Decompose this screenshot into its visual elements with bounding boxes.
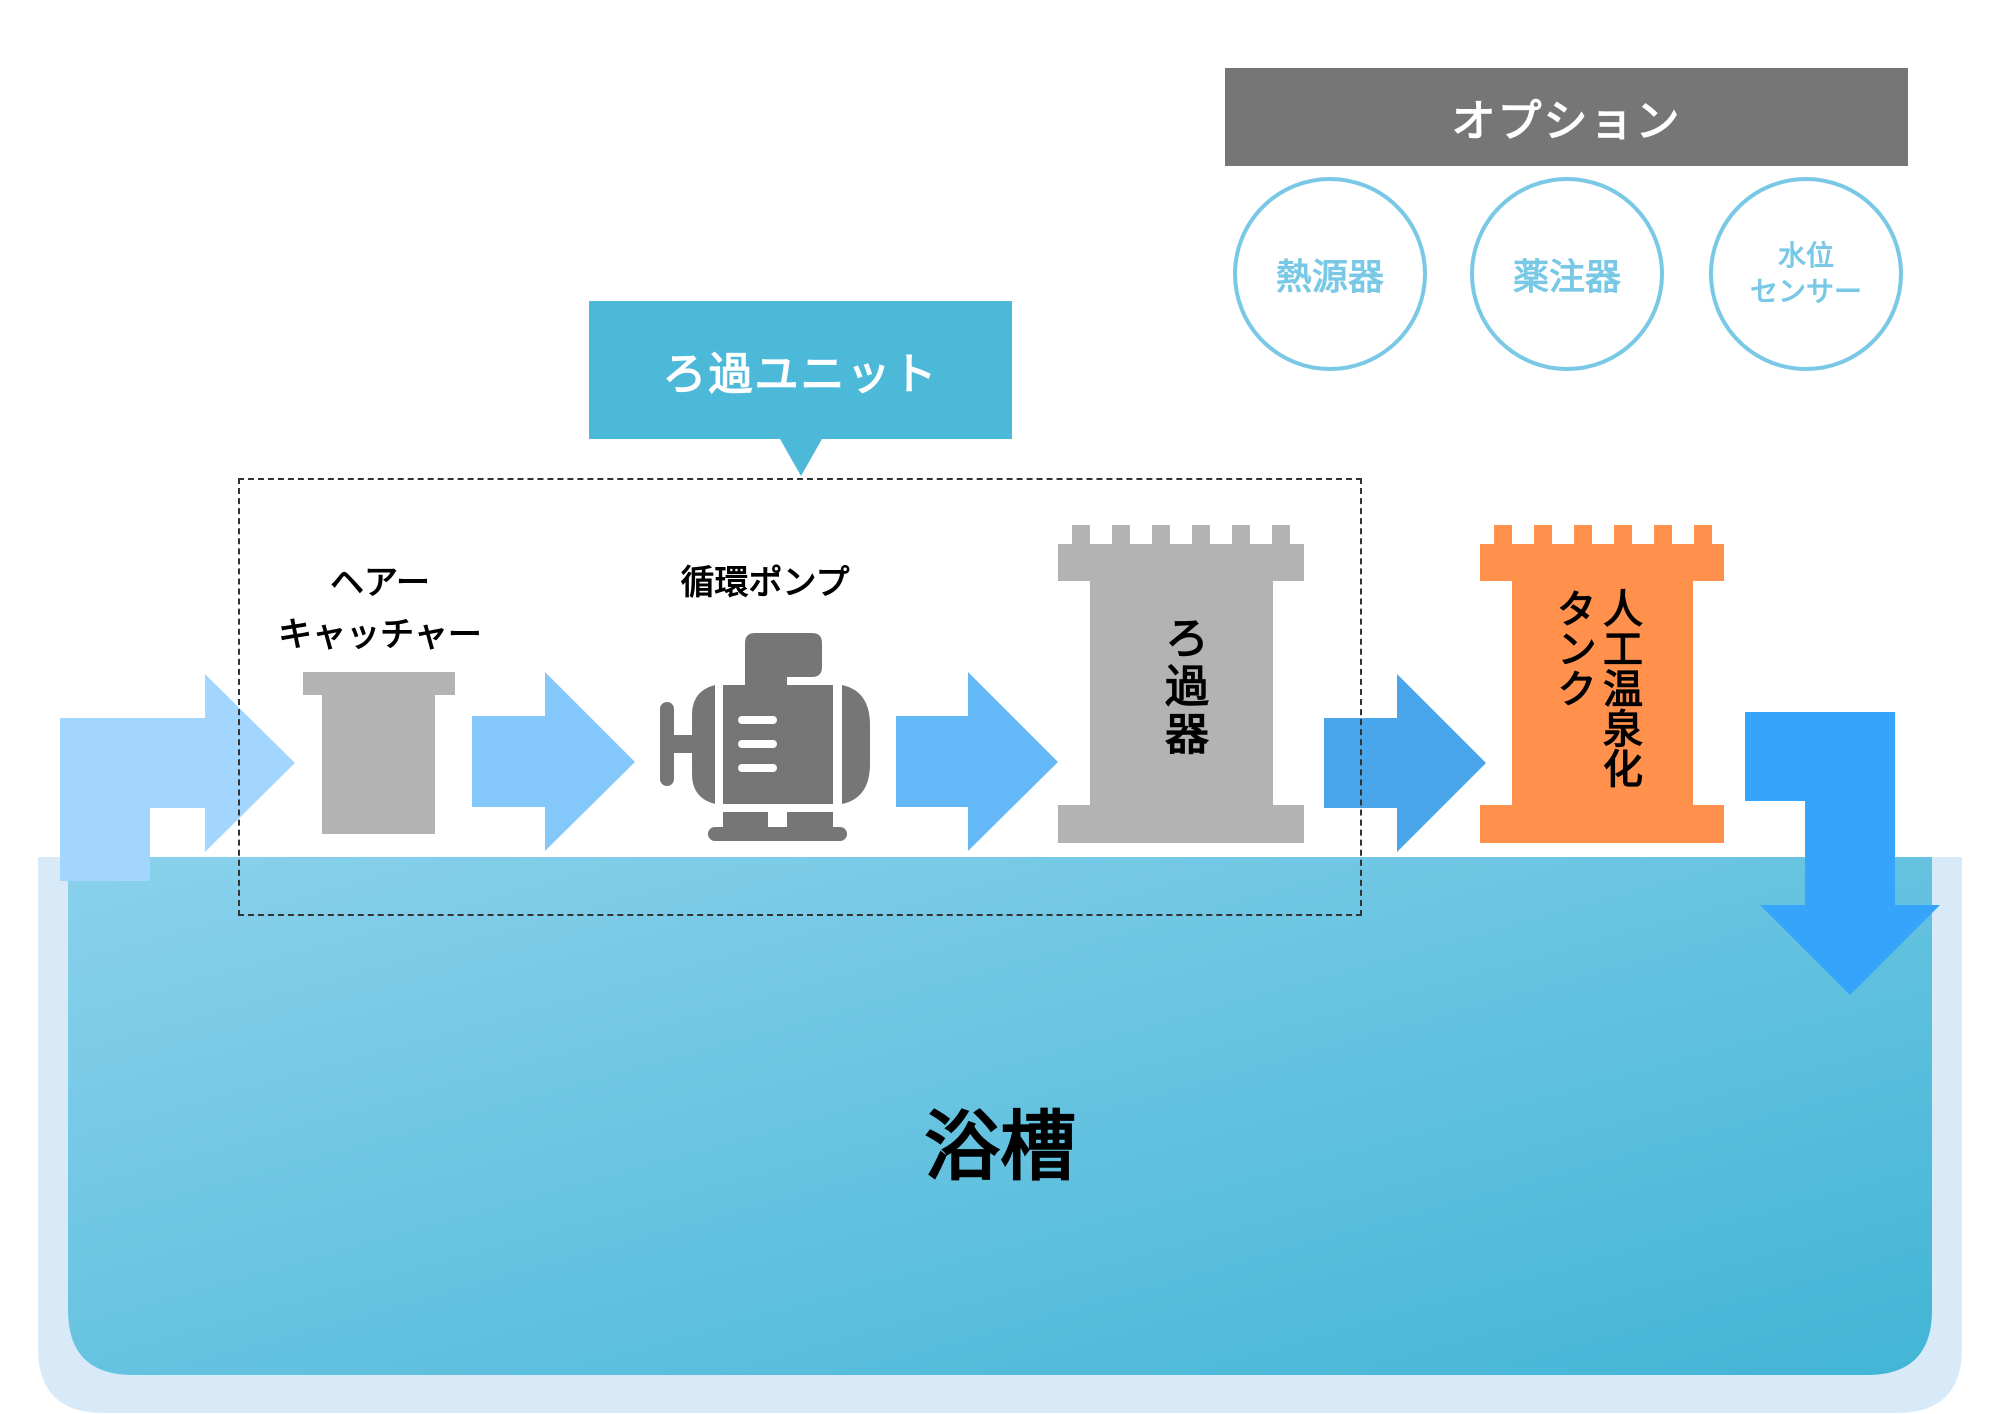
options-title: オプション [1451, 96, 1682, 147]
tower-merlon [1694, 525, 1712, 545]
tower-merlon [1072, 525, 1090, 545]
option-label-line-1: 水位 [1777, 238, 1834, 272]
flow-arrow-4 [1324, 674, 1486, 852]
tower-merlon [1272, 525, 1290, 545]
onsen-tank-label-line-2: タンク [1550, 588, 1596, 708]
bath-water [68, 857, 1932, 1375]
flow-arrow-outlet [1745, 712, 1940, 995]
options-header: オプション [1225, 68, 1908, 166]
option-label: 薬注器 [1512, 257, 1621, 298]
tower-merlon [1192, 525, 1210, 545]
flow-arrow-3 [896, 672, 1058, 851]
flow-arrow-2 [472, 672, 635, 851]
onsen-tank-icon [1480, 525, 1724, 843]
option-water-level-sensor: 水位 センサー [1709, 177, 1903, 371]
tower-merlon [1112, 525, 1130, 545]
hair-catcher-icon [303, 672, 455, 834]
onsen-tank-label-line-1: 人工温泉化 [1596, 588, 1642, 788]
option-heat-source: 熱源器 [1233, 177, 1427, 371]
tower-merlon [1152, 525, 1170, 545]
hair-catcher-label: ヘアー キャッチャー [250, 557, 510, 661]
tower-merlon [1232, 525, 1250, 545]
tower-merlon [1654, 525, 1672, 545]
tower-merlon [1534, 525, 1552, 545]
option-label-line-2: センサー [1749, 275, 1862, 308]
tower-merlon [1494, 525, 1512, 545]
filtration-unit-callout: ろ過ユニット [589, 301, 1012, 439]
callout-tail [780, 439, 822, 476]
option-label: 熱源器 [1275, 257, 1384, 298]
option-chemical-feeder: 薬注器 [1470, 177, 1664, 371]
hair-catcher-label-line-2: キャッチャー [278, 615, 482, 655]
pump-label: 循環ポンプ [680, 563, 850, 603]
onsen-tank-label: 人工温泉化 タンク [1550, 588, 1642, 788]
tower-merlon [1574, 525, 1592, 545]
bath-label: 浴槽 [924, 1102, 1076, 1191]
filter-label: ろ過器 [1157, 615, 1208, 759]
tower-merlon [1614, 525, 1632, 545]
flow-arrow-inlet [60, 674, 295, 881]
filter-icon [1058, 525, 1304, 843]
hair-catcher-label-line-1: ヘアー [330, 563, 430, 603]
pump-icon [660, 633, 870, 841]
filtration-unit-label: ろ過ユニット [662, 349, 939, 400]
